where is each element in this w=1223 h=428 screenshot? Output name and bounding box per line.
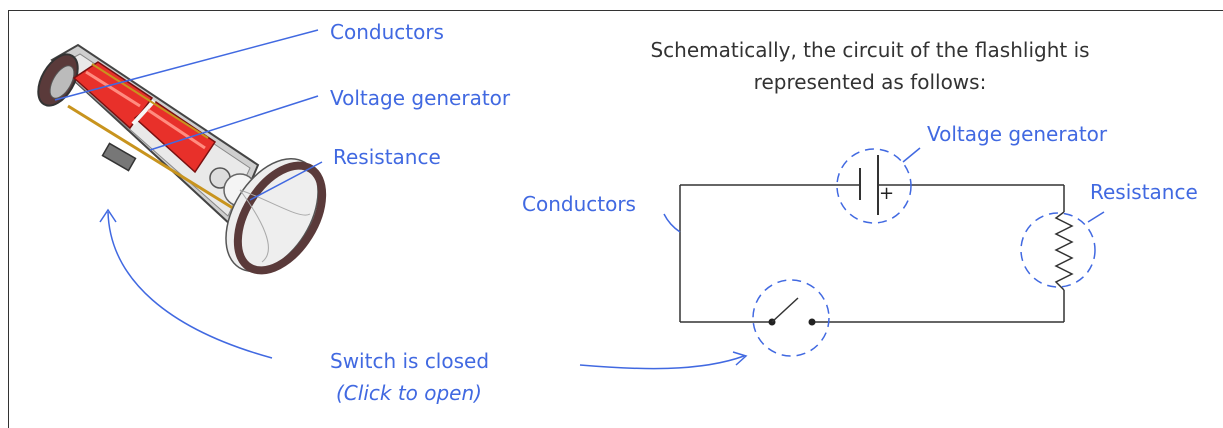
diagram-title: Schematically, the circuit of the flashl… <box>560 34 1180 98</box>
voltage-generator-highlight-circle <box>836 148 912 224</box>
switch-status-block[interactable]: Switch is closed (Click to open) <box>330 345 530 409</box>
flashlight-curved-arrow <box>107 211 273 359</box>
switch-arrow <box>579 355 745 370</box>
circuit-voltage-generator-label: Voltage generator <box>927 122 1108 146</box>
diagram-title-line-2: represented as follows: <box>753 70 987 94</box>
flashlight-conductors-label: Conductors <box>330 20 444 44</box>
circuit-schematic <box>663 147 1105 357</box>
diagram-title-line-1: Schematically, the circuit of the flashl… <box>650 38 1090 62</box>
battery-1 <box>72 61 154 130</box>
diagram-frame <box>8 10 1223 428</box>
battery-plus-sign: + <box>879 183 895 204</box>
resistance-leader-line <box>249 161 323 201</box>
circuit-resistance-label: Resistance <box>1090 180 1198 204</box>
switch-highlight-circle[interactable] <box>752 279 830 357</box>
resistor-symbol <box>1054 211 1074 291</box>
switch-lever[interactable] <box>771 297 799 323</box>
conductors-leader-line <box>54 29 319 101</box>
flashlight-illustration <box>37 43 327 275</box>
voltage-generator-leader-line <box>149 95 319 151</box>
flashlight-voltage-generator-label: Voltage generator <box>330 86 511 110</box>
flashlight-switch-knob <box>101 142 137 172</box>
switch-terminal-right <box>808 318 816 326</box>
resistance-highlight-circle <box>1020 212 1096 288</box>
circuit-conductors-label: Conductors <box>522 192 636 216</box>
switch-toggle-link[interactable]: (Click to open) <box>336 381 482 405</box>
flashlight-resistance-label: Resistance <box>333 145 441 169</box>
switch-status-text: Switch is closed <box>330 349 490 373</box>
